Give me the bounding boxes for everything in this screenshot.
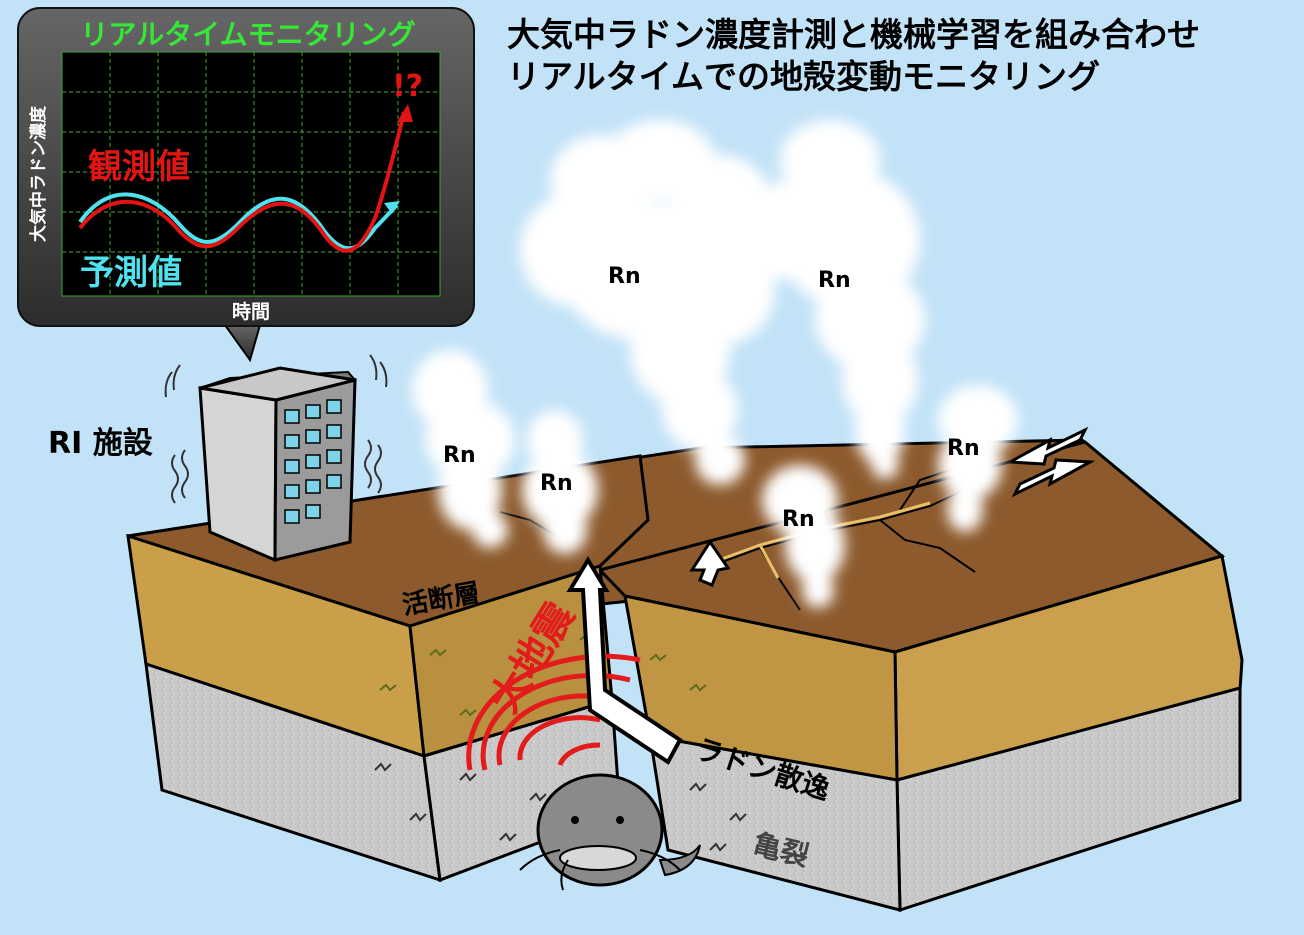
observed-series-line bbox=[78, 111, 406, 253]
rn-label: Rn bbox=[540, 471, 573, 496]
predicted-label: 予測値 bbox=[80, 253, 182, 293]
radon-emission-arrows bbox=[566, 539, 731, 765]
building-icon bbox=[198, 366, 358, 563]
title-line-1: 大気中ラドン濃度計測と機械学習を組み合わせ bbox=[507, 15, 1200, 54]
title-line-2: リアルタイムでの地殻変動モニタリング bbox=[507, 57, 1100, 96]
observed-arrowhead bbox=[397, 104, 413, 122]
monitor-title: リアルタイムモニタリング bbox=[80, 18, 415, 51]
monitor-y-axis-label: 大気中ラドン濃度 bbox=[28, 105, 49, 242]
headline: 大気中ラドン濃度計測と機械学習を組み合わせ リアルタイムでの地殻変動モニタリング bbox=[507, 15, 1200, 96]
rn-label: Rn bbox=[782, 507, 815, 532]
radon-labels: Rn Rn Rn Rn Rn Rn bbox=[443, 264, 980, 532]
fault-slip-arrows-icon bbox=[1004, 426, 1096, 498]
radon-clouds bbox=[412, 120, 1018, 608]
right-block-front-lower bbox=[648, 734, 902, 912]
alert-mark: !? bbox=[392, 69, 423, 104]
vibration-marks bbox=[164, 354, 388, 504]
speech-bubble-tail bbox=[223, 324, 262, 363]
rn-label: Rn bbox=[608, 264, 641, 289]
monitor-panel: リアルタイムモニタリング 大気中ラドン濃度 時間 観測値 予測値 !? bbox=[17, 7, 475, 363]
rock-crack-marks bbox=[374, 762, 747, 852]
ground-block bbox=[126, 438, 1244, 913]
monitor-screen bbox=[61, 51, 441, 297]
rn-label: Rn bbox=[818, 268, 851, 293]
predicted-arrowhead bbox=[384, 201, 400, 214]
observed-label: 観測値 bbox=[88, 147, 190, 187]
rn-label: Rn bbox=[947, 436, 980, 461]
rn-label: Rn bbox=[443, 443, 476, 468]
catfish-icon bbox=[519, 773, 701, 891]
monitor-x-axis-label: 時間 bbox=[232, 301, 270, 323]
predicted-series-line bbox=[78, 192, 399, 251]
facility-label: RI 施設 bbox=[48, 426, 153, 461]
